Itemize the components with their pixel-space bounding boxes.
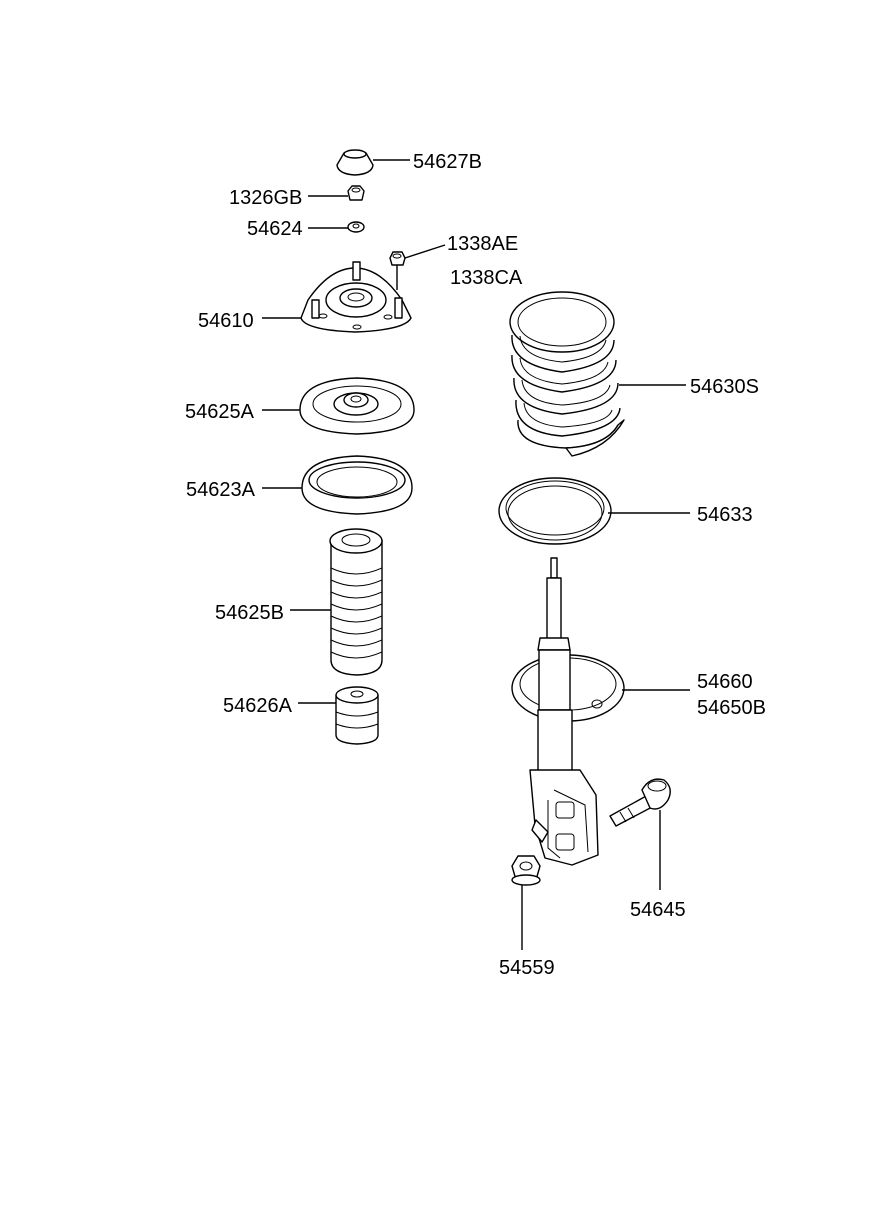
part-bearing — [262, 455, 413, 515]
label-54660: 54660 — [697, 671, 753, 693]
part-strut — [511, 557, 690, 866]
label-54633: 54633 — [697, 504, 753, 526]
part-dust-cap — [336, 149, 410, 176]
part-upper-spring-seat — [262, 377, 415, 435]
part-top-mount — [262, 261, 412, 333]
label-54650b: 54650B — [697, 697, 766, 719]
label-1338ca: 1338CA — [450, 267, 523, 289]
part-dust-boot — [290, 528, 383, 676]
label-54645: 54645 — [630, 899, 686, 921]
label-1338ae: 1338AE — [447, 233, 518, 255]
label-54630s: 54630S — [690, 376, 759, 398]
part-spring-pad — [498, 477, 690, 545]
part-washer-54624 — [308, 221, 365, 233]
label-54624: 54624 — [247, 218, 303, 240]
label-54623a: 54623A — [186, 479, 256, 501]
label-54627b: 54627B — [413, 151, 482, 173]
part-nut-1338 — [389, 244, 446, 290]
part-bolt — [609, 778, 671, 890]
part-nut-1326gb — [308, 185, 365, 201]
part-flange-nut — [511, 855, 541, 950]
label-54625a: 54625A — [185, 401, 255, 423]
label-1326gb: 1326GB — [229, 187, 302, 209]
part-bump-stopper — [298, 686, 379, 745]
part-coil-spring — [509, 291, 686, 457]
label-54625b: 54625B — [215, 602, 284, 624]
label-54559: 54559 — [499, 957, 555, 979]
label-54610: 54610 — [198, 310, 254, 332]
label-54626a: 54626A — [223, 695, 293, 717]
